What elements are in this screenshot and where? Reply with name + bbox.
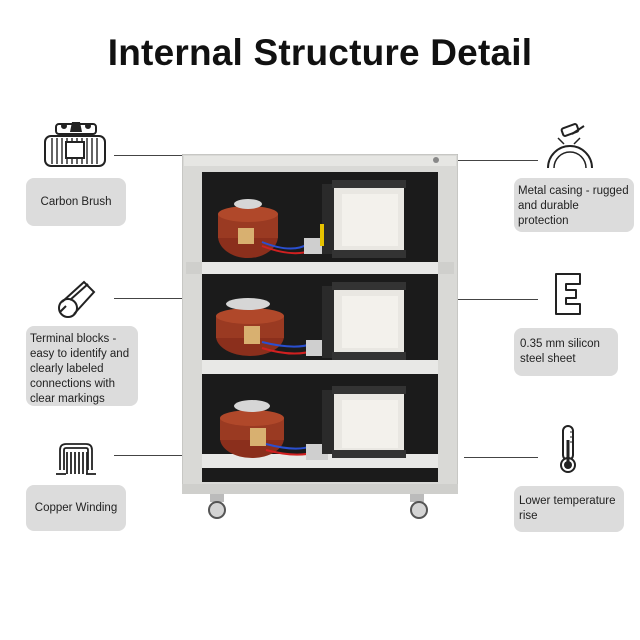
voltage-stabilizer-cabinet <box>182 154 458 520</box>
coil-icon <box>54 440 98 478</box>
carbon-brush-icon <box>42 118 112 170</box>
label-metal-casing: Metal casing - rugged and durable protec… <box>514 178 634 232</box>
label-silicon-steel: 0.35 mm silicon steel sheet <box>514 328 618 376</box>
e-core-icon <box>552 272 584 316</box>
terminal-block-icon <box>56 278 98 320</box>
label-terminal-blocks: Terminal blocks - easy to identify and c… <box>26 326 138 406</box>
page-title: Internal Structure Detail <box>107 32 533 73</box>
hammer-icon <box>544 120 596 172</box>
label-lower-temperature: Lower temperature rise <box>514 486 624 532</box>
label-carbon-brush: Carbon Brush <box>26 178 126 226</box>
label-copper-winding: Copper Winding <box>26 485 126 531</box>
thermometer-icon <box>556 424 580 474</box>
